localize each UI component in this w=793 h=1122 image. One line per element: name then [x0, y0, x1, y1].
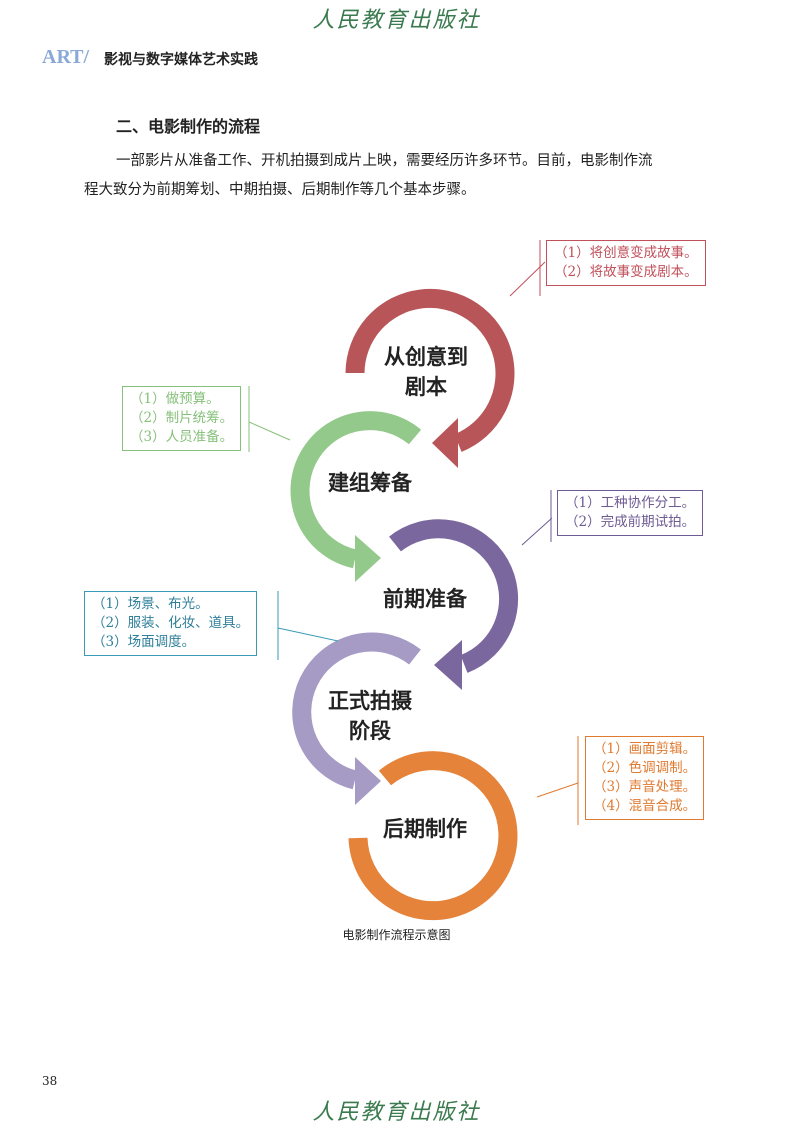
note-box-1: （1）将创意变成故事。 （2）将故事变成剧本。	[546, 240, 706, 286]
note-item: （2）完成前期试拍。	[565, 514, 696, 530]
note-box-4: （1）场景、布光。 （2）服装、化妆、道具。 （3）场面调度。	[84, 591, 258, 656]
paragraph-line-1: 一部影片从准备工作、开机拍摄到成片上映，需要经历许多环节。目前，电影制作流	[116, 153, 653, 169]
note-item: （1）将创意变成故事。	[554, 245, 698, 261]
stage-arc-4	[292, 632, 421, 790]
arrowhead-4	[355, 757, 381, 805]
stage-label-5: 后期制作	[383, 817, 467, 841]
note-box-5: （1）画面剪辑。 （2）色调调制。 （3）声音处理。 （4）混音合成。	[585, 736, 705, 820]
publisher-logo-top: 人民教育出版社	[312, 8, 481, 33]
note-box-2: （1）做预算。 （2）制片统筹。 （3）人员准备。	[122, 386, 242, 451]
page-number: 38	[42, 1074, 58, 1088]
note-item: （4）混音合成。	[593, 798, 697, 814]
stage-label-2: 建组筹备	[328, 471, 412, 495]
stage-arc-1	[345, 288, 515, 452]
stage-arc-5	[348, 751, 518, 921]
arrowhead-1	[432, 418, 458, 468]
stage-1-line-1: 从创意到	[384, 345, 468, 369]
note-item: （2）将故事变成剧本。	[554, 264, 698, 280]
stage-1-line-2: 剧本	[405, 375, 447, 399]
stage-arc-2	[290, 411, 422, 569]
stage-label-4: 正式拍摄 阶段	[310, 686, 430, 746]
publisher-logo-bottom: 人民教育出版社	[312, 1100, 481, 1122]
note-box-3: （1）工种协作分工。 （2）完成前期试拍。	[557, 490, 704, 536]
arrowhead-3	[434, 640, 462, 690]
figure-caption: 电影制作流程示意图	[342, 928, 451, 942]
note-item: （1）做预算。	[130, 391, 220, 407]
paragraph-line-2: 程大致分为前期筹划、中期拍摄、后期制作等几个基本步骤。	[84, 182, 476, 198]
note-item: （3）人员准备。	[130, 429, 234, 445]
book-title: 影视与数字媒体艺术实践	[104, 52, 258, 68]
section-title: 二、电影制作的流程	[116, 117, 261, 136]
note-item: （1）场景、布光。	[92, 596, 209, 612]
note-item: （1）画面剪辑。	[593, 741, 697, 757]
stage-arc-3	[389, 519, 519, 673]
stage-label-1: 从创意到 剧本	[362, 342, 490, 402]
note-item: （1）工种协作分工。	[565, 495, 696, 511]
note-item: （2）色调调制。	[593, 760, 697, 776]
stage-4-line-1: 正式拍摄	[328, 689, 412, 713]
note-item: （3）场面调度。	[92, 634, 196, 650]
note-item: （3）声音处理。	[593, 779, 697, 795]
arrowhead-2	[355, 535, 381, 582]
series-mark: ART/	[42, 46, 90, 68]
stage-label-3: 前期准备	[383, 587, 467, 611]
note-item: （2）服装、化妆、道具。	[92, 615, 250, 631]
stage-4-line-2: 阶段	[349, 719, 391, 743]
note-item: （2）制片统筹。	[130, 410, 234, 426]
